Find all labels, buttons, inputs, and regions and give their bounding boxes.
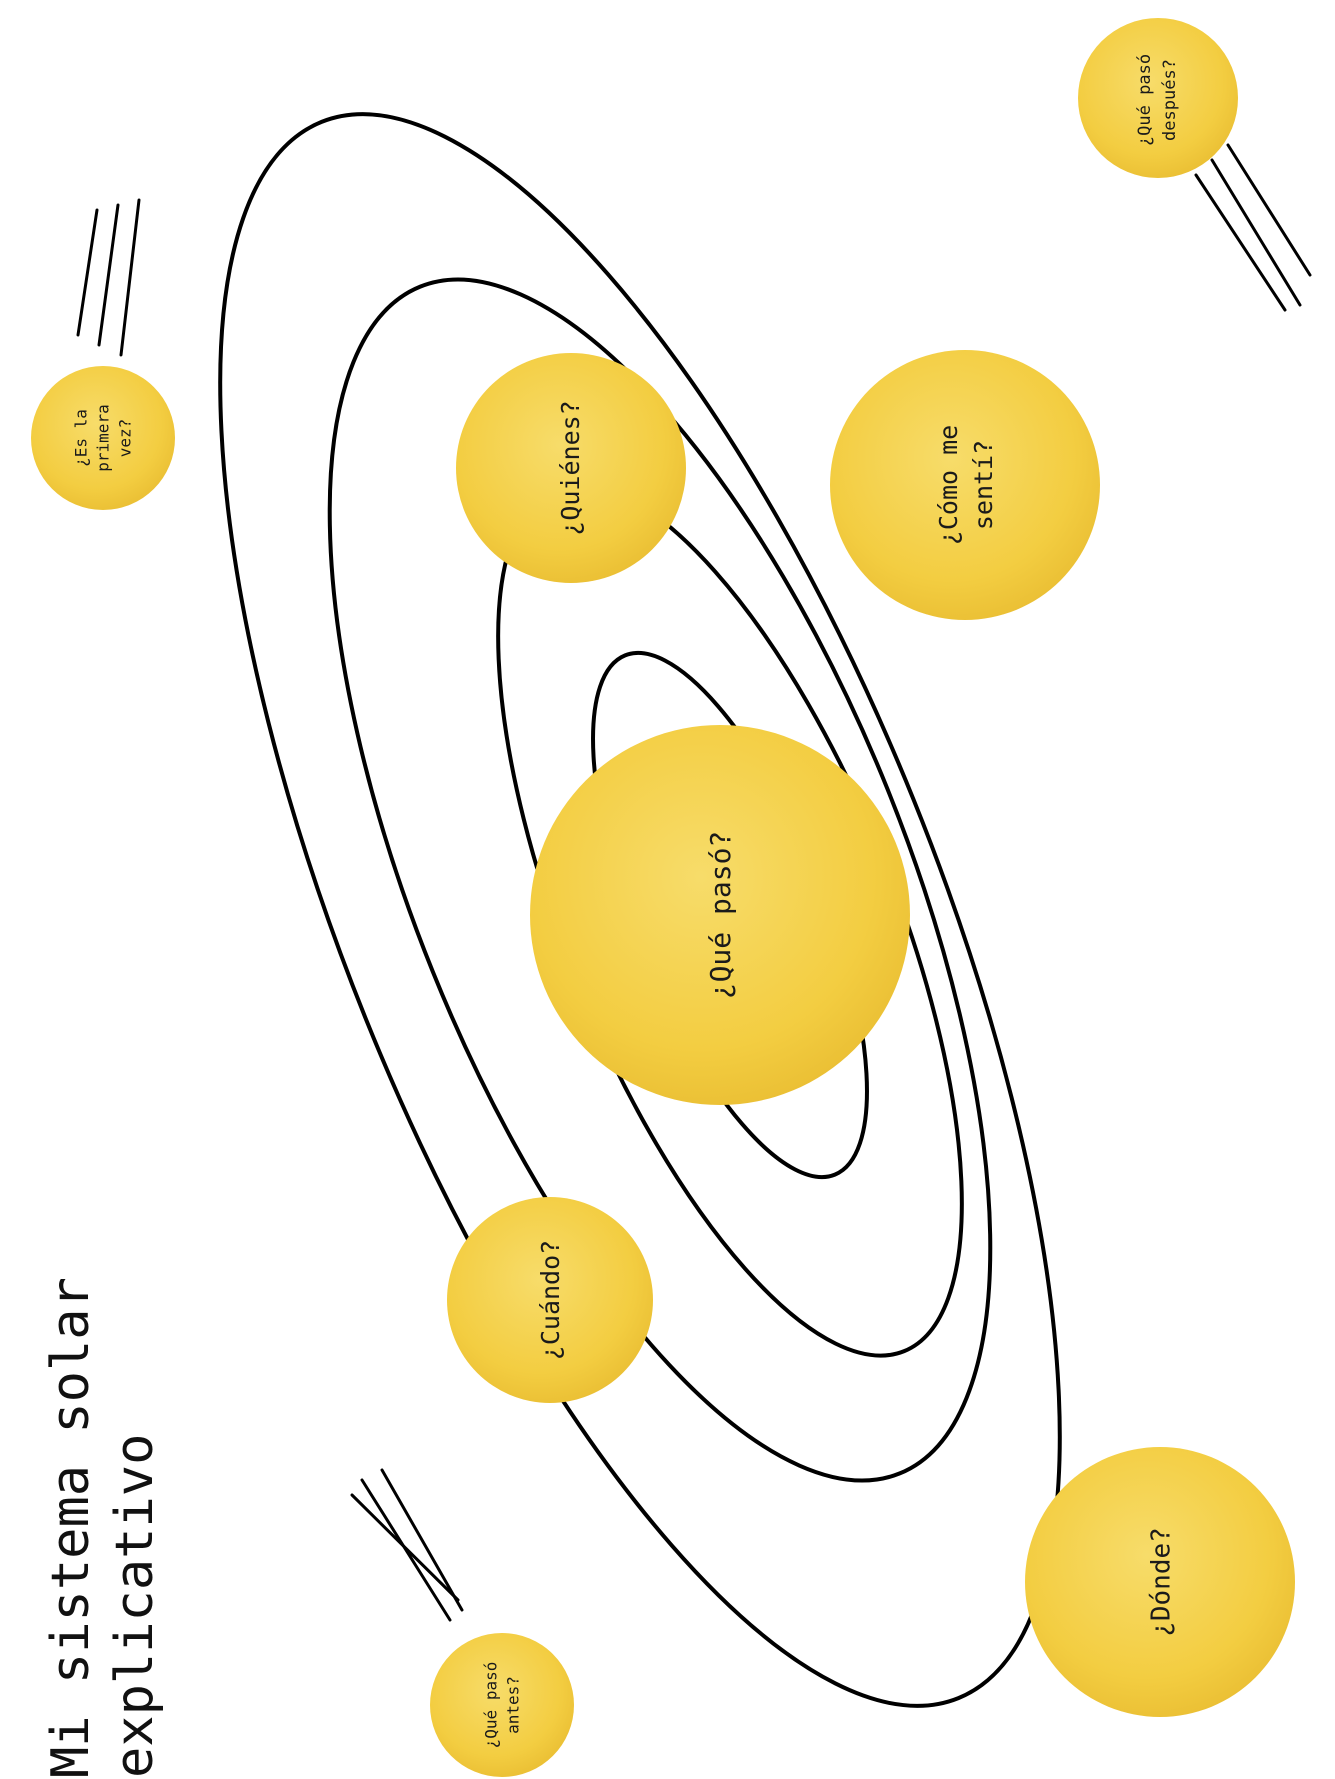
planet-despues-label-1: ¿Qué pasó bbox=[1135, 54, 1155, 146]
planet-primera-label-2: primera bbox=[94, 404, 113, 471]
planet-donde-label: ¿Dónde? bbox=[1147, 1527, 1177, 1637]
planet-despues-label-2: después? bbox=[1160, 59, 1180, 141]
planet-quienes-label: ¿Quiénes? bbox=[556, 400, 585, 535]
planet-antes-label-2: antes? bbox=[504, 1676, 523, 1734]
planet-center: ¿Qué pasó? bbox=[530, 725, 910, 1105]
page-title: Mi sistema solar explicativo bbox=[41, 1277, 165, 1778]
planet-primera-label-3: vez? bbox=[116, 419, 135, 458]
planet-primera-label-1: ¿Es la bbox=[72, 409, 91, 467]
planet-donde: ¿Dónde? bbox=[1025, 1447, 1295, 1717]
planet-despues: ¿Qué pasó después? bbox=[1078, 18, 1238, 178]
title-line-2: explicativo bbox=[105, 1434, 165, 1778]
planet-quienes: ¿Quiénes? bbox=[456, 353, 686, 583]
streaks-bottom-left bbox=[352, 1470, 462, 1620]
planet-primera: ¿Es la primera vez? bbox=[31, 366, 175, 510]
planet-center-label: ¿Qué pasó? bbox=[704, 831, 737, 1000]
planet-como-label-1: ¿Cómo me bbox=[934, 425, 963, 545]
planet-como: ¿Cómo me sentí? bbox=[830, 350, 1100, 620]
streaks-top-left bbox=[78, 200, 139, 355]
planet-cuando: ¿Cuándo? bbox=[447, 1197, 653, 1403]
planet-como-label-2: sentí? bbox=[969, 440, 998, 530]
planet-antes-label-1: ¿Qué pasó bbox=[482, 1662, 501, 1749]
streaks-top-right bbox=[1196, 145, 1310, 310]
planet-cuando-label: ¿Cuándo? bbox=[536, 1240, 565, 1360]
title-line-1: Mi sistema solar bbox=[41, 1277, 101, 1778]
planet-antes: ¿Qué pasó antes? bbox=[430, 1633, 574, 1777]
